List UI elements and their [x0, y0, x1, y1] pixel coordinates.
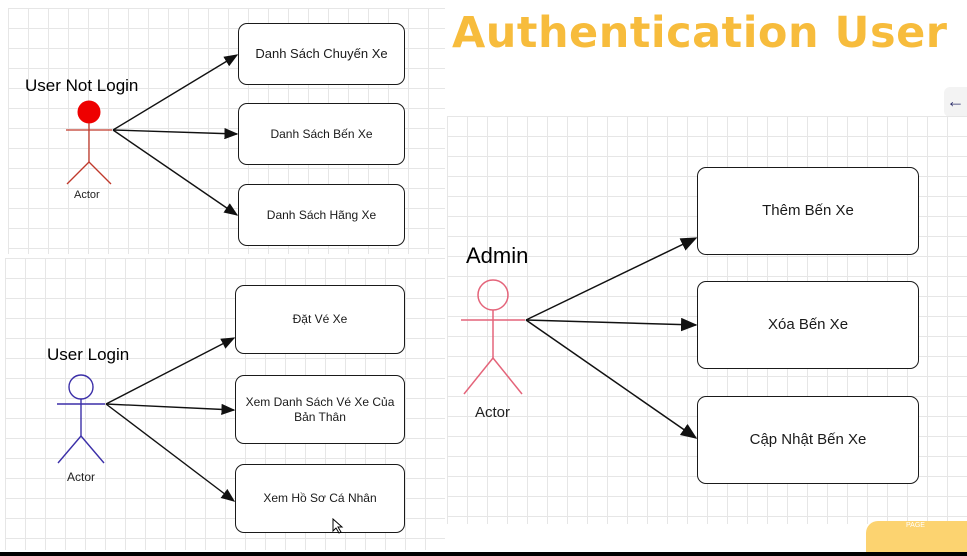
use-case-box: Xóa Bến Xe: [697, 281, 919, 369]
use-case-box: Xem Hồ Sơ Cá Nhân: [235, 464, 405, 533]
use-case-box: Danh Sách Chuyến Xe: [238, 23, 405, 85]
actor-leg-right: [80, 435, 105, 464]
actor-head: [477, 279, 509, 311]
actor-head: [77, 100, 101, 124]
actor-name: User Not Login: [25, 76, 139, 95]
actor-caption: Actor: [74, 189, 100, 201]
diagram-admin: Admin Actor Thêm Bến Xe Xóa Bến Xe Cập N…: [447, 116, 967, 524]
connectors-user-not-login: [66, 54, 239, 216]
actor-caption: Actor: [67, 470, 96, 484]
connectors-admin: [461, 237, 698, 439]
bottom-border: [0, 552, 967, 556]
actor-leg-right: [492, 357, 523, 395]
use-case-box: Thêm Bến Xe: [697, 167, 919, 255]
association-line: [105, 337, 236, 405]
association-line: [525, 237, 698, 321]
association-line: [525, 317, 698, 332]
use-case-box: Xem Danh Sách Vé Xe Của Bản Thân: [235, 375, 405, 444]
back-arrow-icon[interactable]: ←: [944, 87, 967, 117]
page-indicator: PAGE: [866, 521, 967, 553]
use-case-box: Đặt Vé Xe: [235, 285, 405, 354]
actor-name: User Login: [47, 345, 130, 364]
association-line: [525, 319, 698, 439]
use-case-box: Danh Sách Bến Xe: [238, 103, 405, 165]
association-line: [112, 127, 239, 140]
mouse-cursor-icon: [332, 518, 344, 534]
connectors-user-login: [57, 337, 236, 502]
diagram-user-login: User Login Actor Đặt Vé Xe Xem Danh Sách…: [5, 258, 445, 550]
diagram-user-not-login: User Not Login Actor Danh Sách Chuyến Xe…: [8, 8, 445, 254]
actor-head: [68, 374, 94, 400]
page-label: PAGE: [906, 522, 925, 529]
actor-caption: Actor: [475, 404, 511, 421]
actor-leg-left: [463, 357, 494, 395]
association-line: [105, 403, 236, 416]
association-line: [112, 54, 239, 131]
actor-leg-right: [88, 161, 112, 185]
use-case-box: Cập Nhật Bến Xe: [697, 396, 919, 484]
association-line: [105, 403, 236, 502]
association-line: [112, 129, 239, 216]
slide-title: Authentication User: [452, 8, 948, 58]
use-case-box: Danh Sách Hãng Xe: [238, 184, 405, 246]
actor-leg-left: [57, 435, 82, 464]
actor-name: Admin: [466, 243, 529, 268]
actor-leg-left: [66, 161, 90, 185]
